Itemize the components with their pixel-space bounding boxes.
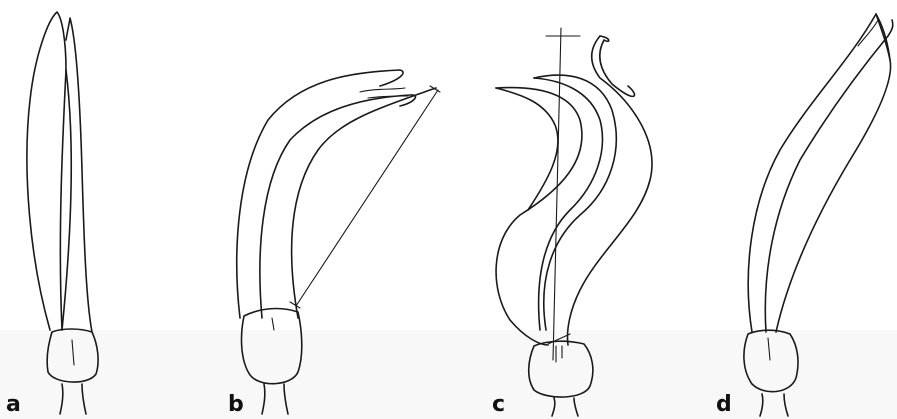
panel-b-measure-line [296,90,438,306]
panel-a-petal-left [27,12,66,330]
panel-c-petal-middle [534,75,616,330]
panel-b-petal-inner [260,95,416,318]
panel-label-c: c [492,394,505,416]
panel-b-petal-outer [237,70,403,318]
panel-label-d: d [716,394,732,416]
panel-d-petal-outer [748,14,890,332]
panel-d-petal-middle [765,20,892,332]
panel-c-axis-line [553,28,561,360]
panel-label-b: b [228,394,244,416]
panel-label-a: a [6,394,21,416]
